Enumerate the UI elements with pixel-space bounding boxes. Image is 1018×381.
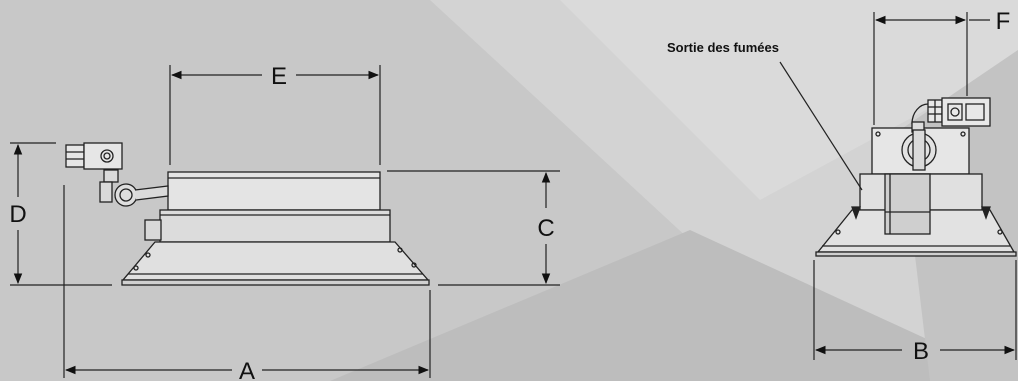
dimension-d-label: D (9, 201, 26, 228)
smoke-outlet-callout: Sortie des fumées (667, 40, 779, 55)
dimension-b-label: B (913, 338, 929, 365)
dimension-a-label: A (239, 358, 255, 381)
dimension-c-label: C (537, 215, 554, 242)
front-view-dimensions (779, 12, 1017, 360)
side-view (65, 142, 430, 286)
front-view (815, 97, 1017, 257)
side-view-dimensions (10, 65, 560, 378)
dimension-f-label: F (996, 8, 1011, 35)
dimension-e-label: E (271, 63, 287, 90)
